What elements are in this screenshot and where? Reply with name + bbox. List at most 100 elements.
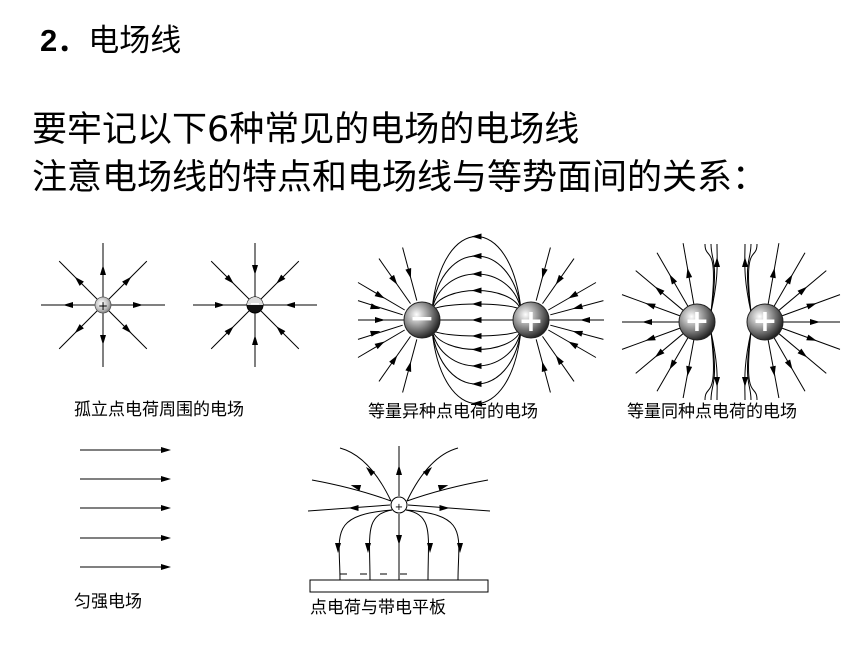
field-arrow <box>686 267 693 279</box>
field-arrow <box>784 359 793 370</box>
opposite-charges-diagram <box>357 233 604 407</box>
uniform-field-arrow <box>161 476 171 482</box>
same-right-positive-sign: + <box>752 304 777 339</box>
field-line <box>710 243 716 313</box>
field-arrow <box>405 361 412 372</box>
field-arrow <box>669 274 678 285</box>
field-arrow <box>669 359 678 370</box>
field-line <box>406 479 489 502</box>
isolated-positive-charge-diagram <box>41 243 165 367</box>
section-title: 电场线 <box>88 23 182 59</box>
field-arrow <box>572 330 583 337</box>
caption-isolated-charge: 孤立点电荷周围的电场 <box>74 400 244 420</box>
outward-arrow <box>133 302 143 308</box>
caption-opposite-charges: 等量异种点电荷的电场 <box>368 402 538 422</box>
field-arrow <box>769 267 776 279</box>
field-arrow <box>422 467 433 477</box>
field-line <box>744 243 752 313</box>
caption-charge-plate: 点电荷与带电平板 <box>310 598 446 618</box>
field-line <box>748 331 758 401</box>
charge-highlight <box>247 297 263 305</box>
positive-charge-right <box>746 303 784 341</box>
field-arrow <box>471 381 482 387</box>
field-arrow <box>374 290 385 299</box>
outward-arrow <box>122 324 132 334</box>
field-arrow <box>654 348 665 358</box>
field-line <box>746 243 752 313</box>
inward-arrow <box>252 335 258 345</box>
field-arrow <box>348 505 359 511</box>
field-arrow <box>742 257 748 267</box>
field-arrow <box>335 543 341 553</box>
field-arrow <box>471 233 482 240</box>
field-line <box>431 290 522 311</box>
inward-arrow <box>276 274 286 284</box>
field-line <box>405 509 430 581</box>
field-line <box>357 300 403 316</box>
field-arrow <box>797 286 808 296</box>
field-arrow <box>375 317 385 323</box>
section-heading: 2．电场线 <box>40 22 181 60</box>
field-arrow <box>572 303 583 310</box>
inward-arrow <box>215 302 225 308</box>
outward-arrow <box>74 324 84 334</box>
field-arrow <box>439 505 450 511</box>
field-arrow <box>810 319 820 325</box>
outward-arrow <box>100 335 106 345</box>
field-line <box>746 331 752 401</box>
field-line <box>357 324 403 340</box>
uniform-field-diagram <box>80 447 171 570</box>
uniform-field-arrow <box>161 564 171 570</box>
field-arrow <box>405 268 412 279</box>
field-line <box>744 331 752 401</box>
positive-charge <box>94 296 112 314</box>
field-line <box>338 509 393 581</box>
field-arrow <box>389 355 398 366</box>
outward-arrow <box>74 276 84 286</box>
dipole-positive-sign: + <box>518 304 543 339</box>
intro-line-1: 要牢记以下6种常见的电场的电场线 <box>32 110 580 150</box>
field-arrow <box>714 377 720 387</box>
field-arrow <box>471 363 482 369</box>
field-line <box>748 243 758 313</box>
field-line <box>339 447 392 502</box>
field-arrow <box>471 333 482 339</box>
outward-arrow <box>122 276 132 286</box>
uniform-field-arrow <box>161 535 171 541</box>
field-arrow <box>370 303 381 310</box>
field-arrow <box>374 341 385 350</box>
charged-plate <box>309 579 489 593</box>
field-arrow <box>427 543 433 553</box>
uniform-field-arrow <box>161 505 171 511</box>
caption-uniform-field: 匀强电场 <box>74 592 142 612</box>
field-arrow <box>797 348 808 358</box>
uniform-field-arrow <box>161 447 171 453</box>
plate-point-charge-sign: + <box>395 502 403 513</box>
field-arrow <box>370 330 381 337</box>
field-arrow <box>686 365 693 377</box>
field-line <box>710 331 716 401</box>
field-line <box>704 243 714 313</box>
field-arrow <box>541 268 548 279</box>
field-arrow <box>471 400 482 407</box>
iso-pos-charge-sign: + <box>98 299 108 313</box>
field-arrow <box>645 334 656 341</box>
field-arrow <box>365 467 376 477</box>
field-line <box>368 509 393 581</box>
positive-charge-left <box>678 303 716 341</box>
field-arrow <box>541 361 548 372</box>
intro-line-2: 注意电场线的特点和电场线与等势面间的关系： <box>32 158 768 198</box>
inward-arrow <box>224 326 234 336</box>
iso-neg-charge-sign: − <box>250 297 261 312</box>
field-arrow <box>642 319 652 325</box>
field-line <box>710 331 718 401</box>
field-arrow <box>769 365 776 377</box>
field-arrow <box>645 303 656 310</box>
field-arrow <box>654 286 665 296</box>
inward-arrow <box>252 265 258 275</box>
negative-charge <box>403 301 441 339</box>
same-left-positive-sign: + <box>684 304 709 339</box>
field-arrow <box>389 274 398 285</box>
same-charges-diagram <box>621 243 841 401</box>
